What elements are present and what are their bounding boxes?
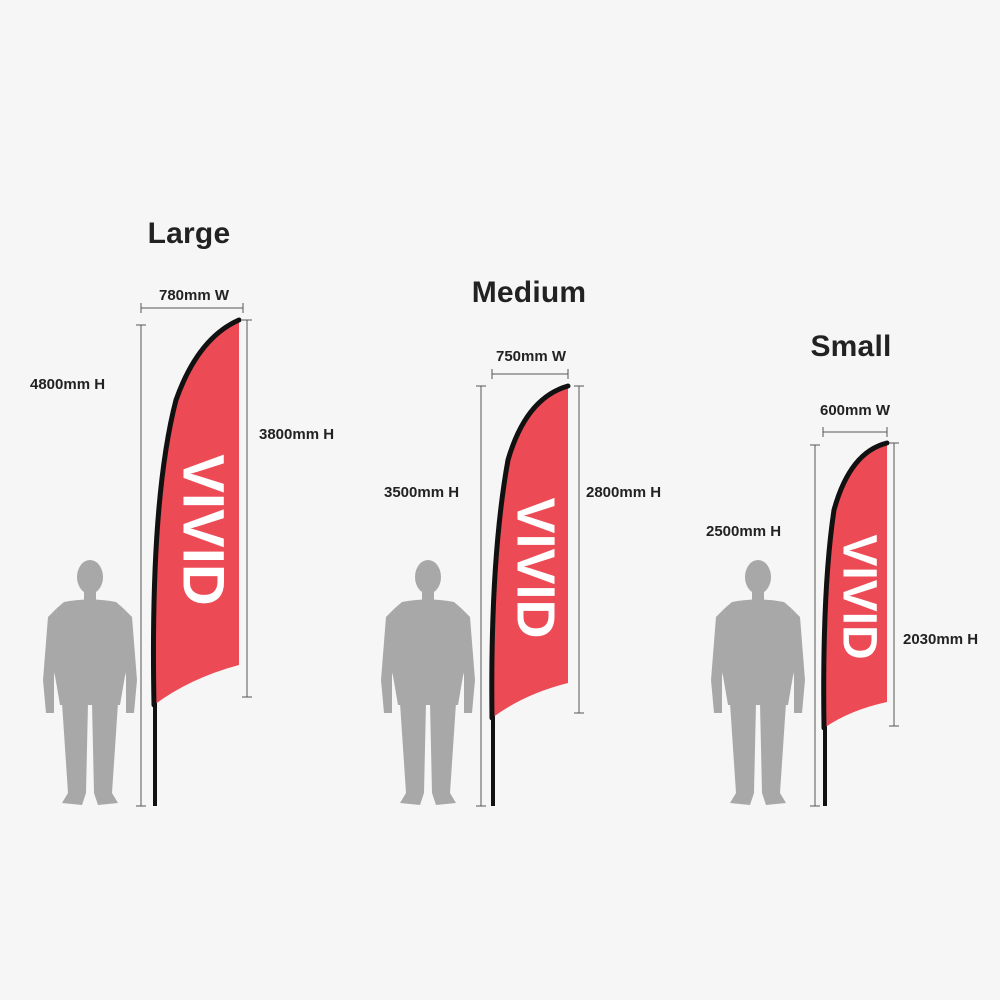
dimension-lines-small: [810, 427, 899, 807]
person-silhouette-medium: [381, 560, 475, 805]
flag-height-label-small: 2030mm H: [903, 631, 979, 648]
person-silhouette-small: [711, 560, 805, 805]
total-height-label-small: 2500mm H: [706, 523, 782, 540]
width-label-large: 780mm W: [158, 287, 230, 304]
flag-banner-large: [153, 320, 239, 705]
size-title-large: Large: [147, 217, 231, 250]
brand-text-large: VIVID: [171, 454, 236, 606]
flag-medium: VIVID: [381, 369, 584, 807]
size-title-small: Small: [810, 330, 892, 363]
flag-banner-medium: [491, 386, 568, 718]
flag-banner-small: [823, 443, 887, 728]
total-height-label-medium: 3500mm H: [384, 484, 460, 501]
flag-height-label-medium: 2800mm H: [586, 484, 662, 501]
brand-text-small: VIVID: [832, 534, 885, 659]
person-silhouette-large: [43, 560, 137, 805]
flag-small: VIVID: [711, 427, 899, 807]
width-label-small: 600mm W: [819, 402, 891, 419]
dimension-lines-medium: [476, 369, 584, 807]
size-title-medium: Medium: [471, 276, 587, 309]
brand-text-medium: VIVID: [506, 497, 566, 638]
dimension-lines-large: [136, 303, 252, 807]
total-height-label-large: 4800mm H: [30, 376, 106, 393]
width-label-medium: 750mm W: [495, 348, 567, 365]
flag-large: VIVID: [43, 303, 252, 807]
flag-height-label-large: 3800mm H: [259, 426, 335, 443]
